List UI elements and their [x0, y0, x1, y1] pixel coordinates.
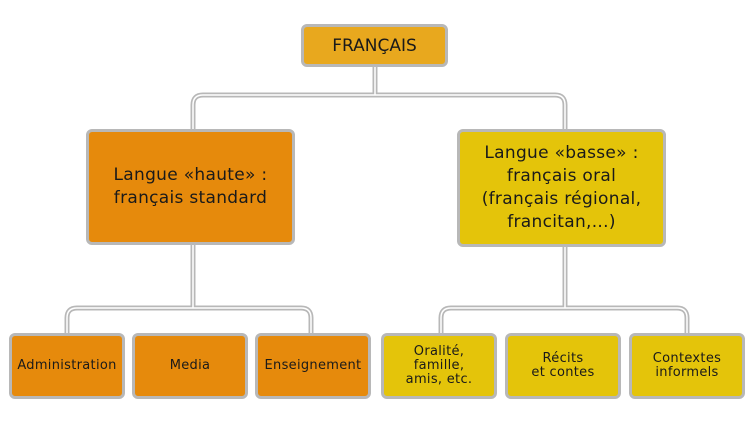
leaf-label: Oralité, famille, amis, etc. — [405, 344, 473, 387]
leaf-label: Récits et contes — [531, 351, 595, 380]
low-language-node: Langue «basse» : français oral (français… — [457, 129, 666, 247]
leaf-label: Enseignement — [264, 358, 362, 373]
root-label: FRANÇAIS — [332, 35, 417, 56]
leaf-label: Contextes informels — [652, 351, 722, 380]
leaf-contextes: Contextes informels — [629, 333, 745, 399]
connector-low-to-children — [438, 243, 690, 338]
high-language-node: Langue «haute» : français standard — [86, 129, 295, 245]
leaf-oralite: Oralité, famille, amis, etc. — [381, 333, 497, 399]
connector-root-to-branches — [190, 63, 568, 135]
leaf-label: Administration — [17, 358, 117, 373]
leaf-label: Media — [169, 358, 211, 373]
leaf-administration: Administration — [9, 333, 125, 399]
root-node: FRANÇAIS — [301, 24, 448, 67]
leaf-enseignement: Enseignement — [255, 333, 371, 399]
leaf-recits: Récits et contes — [505, 333, 621, 399]
low-language-label: Langue «basse» : français oral (français… — [481, 143, 642, 232]
leaf-media: Media — [132, 333, 248, 399]
high-language-label: Langue «haute» : français standard — [113, 165, 268, 208]
connector-high-to-children — [64, 241, 314, 338]
